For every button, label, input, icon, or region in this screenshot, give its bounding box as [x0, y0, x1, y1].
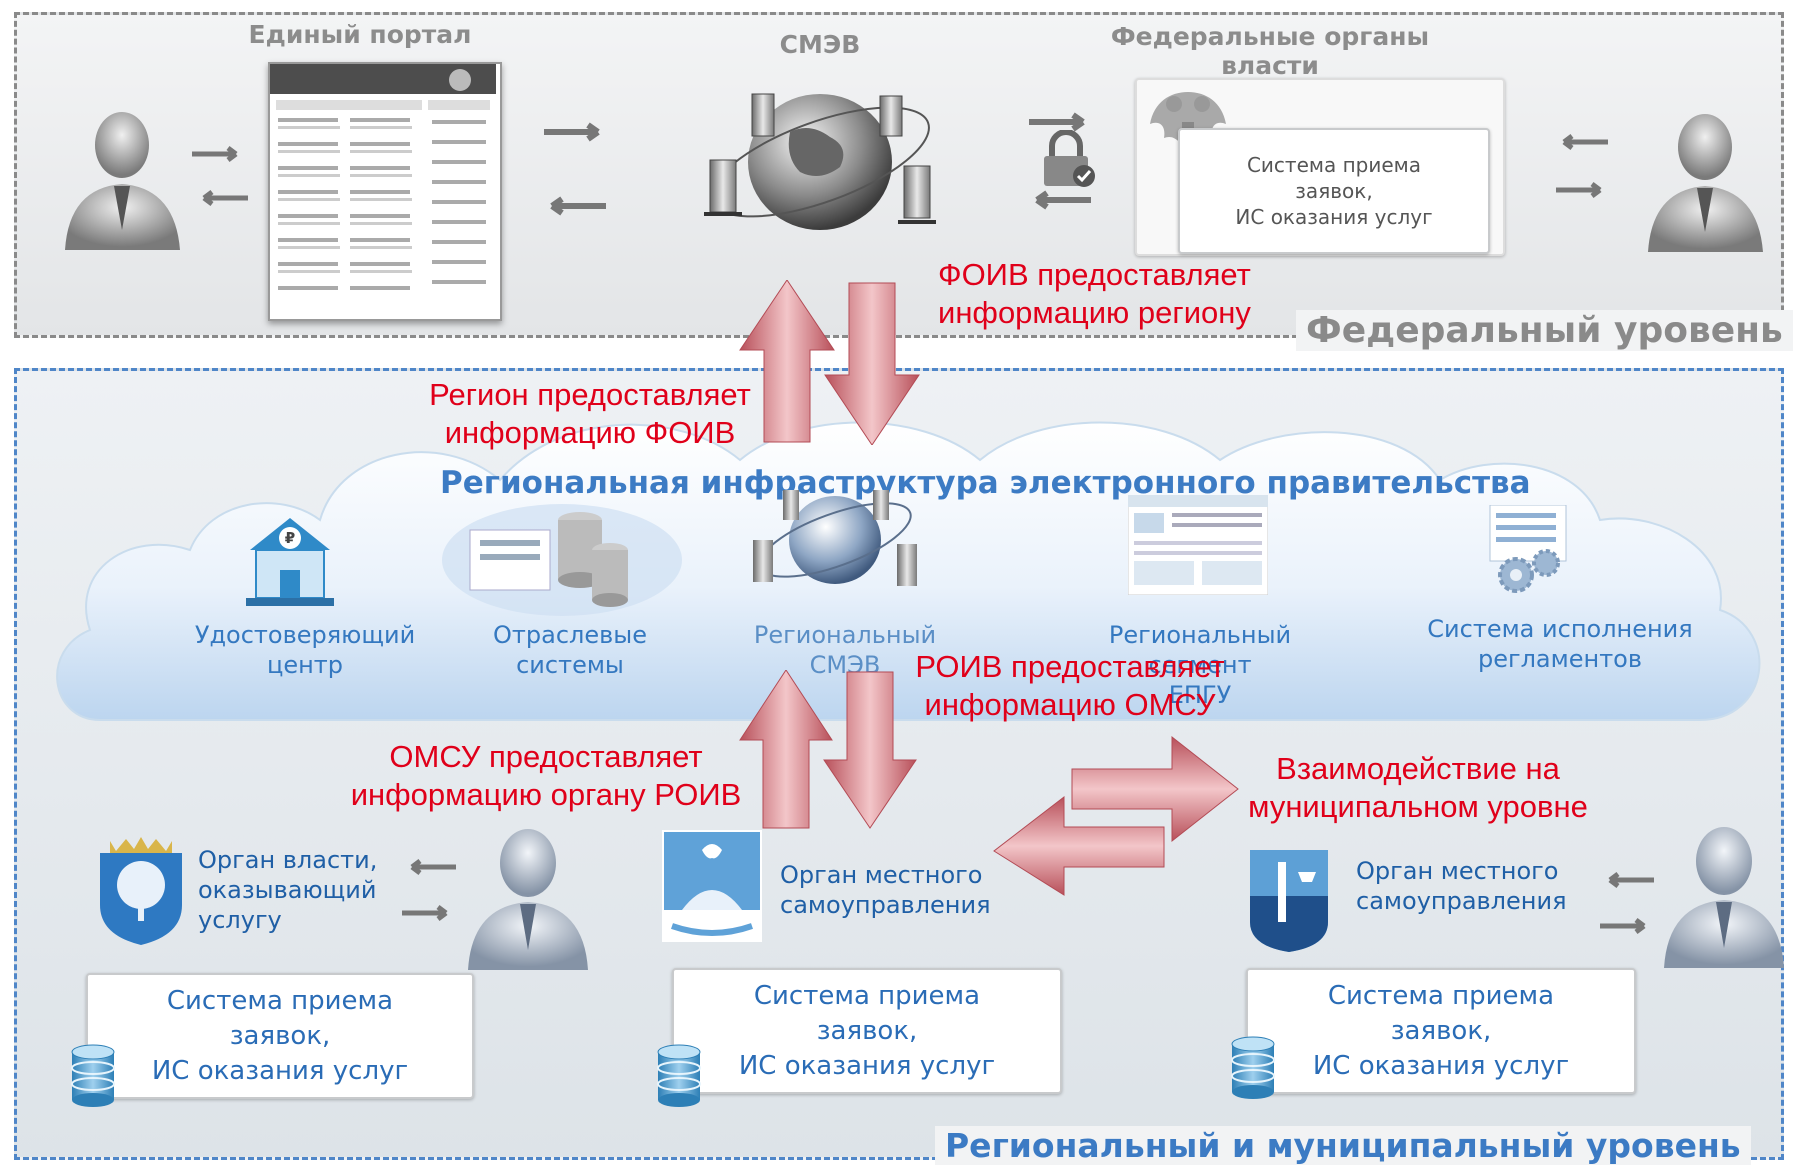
smev-title: СМЭВ [779, 30, 861, 59]
annotation-region-to-foiv: Регион предоставляет информацию ФОИВ [429, 377, 751, 450]
user-icon [1664, 827, 1784, 968]
regional-level-label: Региональный и муниципальный уровень [935, 1126, 1751, 1165]
federal-system-box: Система приема заявок, ИС оказания услуг [1178, 128, 1490, 254]
globe-servers-icon [753, 490, 917, 586]
exchange-arrows-icon [544, 122, 606, 216]
portal-screenshot-icon [268, 62, 502, 321]
database-icon [71, 1044, 115, 1107]
federal-system-label: Система приема заявок, ИС оказания услуг [1235, 153, 1433, 229]
federal-level-label: Федеральный уровень [1296, 310, 1793, 351]
portal-screenshot-icon [1128, 495, 1268, 595]
cloud-item-label: Система исполнения регламентов [1427, 615, 1693, 673]
portal-title: Единый портал [248, 20, 472, 49]
coat-of-arms-tower-icon [1250, 850, 1328, 952]
svg-text:₽: ₽ [285, 529, 295, 547]
gears-icon [1489, 505, 1567, 593]
globe-servers-icon [704, 93, 936, 230]
federal-bodies-title: Федеральные органы власти [1110, 22, 1430, 80]
cloud-item-label: Удостоверяющий центр [194, 621, 416, 679]
cloud-item-label: Региональный сегмент ЕПГУ [1108, 621, 1292, 709]
lock-icon [1044, 130, 1095, 187]
data-exchange-arrows [739, 670, 917, 829]
exchange-arrows-icon [1600, 872, 1654, 934]
cloud-item-label: Отраслевые системы [493, 621, 647, 679]
exchange-arrows-icon [192, 146, 248, 206]
org-label: Орган местного самоуправления [1356, 857, 1567, 915]
database-icon [657, 1044, 701, 1107]
system-label: Система приема заявок, ИС оказания услуг [1312, 980, 1570, 1081]
system-label: Система приема заявок, ИС оказания услуг [151, 985, 409, 1086]
exchange-arrows-icon [1556, 134, 1608, 198]
annotation-omsu-to-roiv: ОМСУ предоставляет информацию органу РОИ… [350, 739, 742, 812]
exchange-arrows-icon [1029, 112, 1091, 210]
annotation-roiv-to-omsu: РОИВ предоставляет информацию ОМСУ [915, 649, 1225, 722]
municipal-exchange-arrows [993, 735, 1239, 896]
user-icon [65, 112, 180, 250]
cloud-title: Региональная инфраструктура электронного… [440, 465, 1531, 501]
coat-of-arms-tree-icon [100, 837, 182, 945]
bank-building-icon: ₽ [246, 518, 334, 606]
user-icon [1648, 114, 1763, 252]
system-label: Система приема заявок, ИС оказания услуг [738, 980, 996, 1081]
database-icon [1231, 1036, 1275, 1099]
data-exchange-arrows [739, 280, 920, 445]
database-icon [442, 504, 682, 616]
org-label: Орган местного самоуправления [780, 861, 991, 919]
user-icon [468, 829, 588, 970]
system-box: Система приема заявок, ИС оказания услуг [672, 968, 1062, 1094]
org-label: Орган власти, оказывающий услугу [198, 846, 378, 934]
coat-of-arms-ship-icon [662, 830, 762, 942]
annotation-foiv-to-region: ФОИВ предоставляет информацию региону [938, 257, 1251, 330]
annotation-municipal: Взаимодействие на муниципальном уровне [1248, 751, 1588, 824]
system-box: Система приема заявок, ИС оказания услуг [1246, 968, 1636, 1094]
system-box: Система приема заявок, ИС оказания услуг [86, 973, 474, 1099]
exchange-arrows-icon [402, 859, 456, 921]
